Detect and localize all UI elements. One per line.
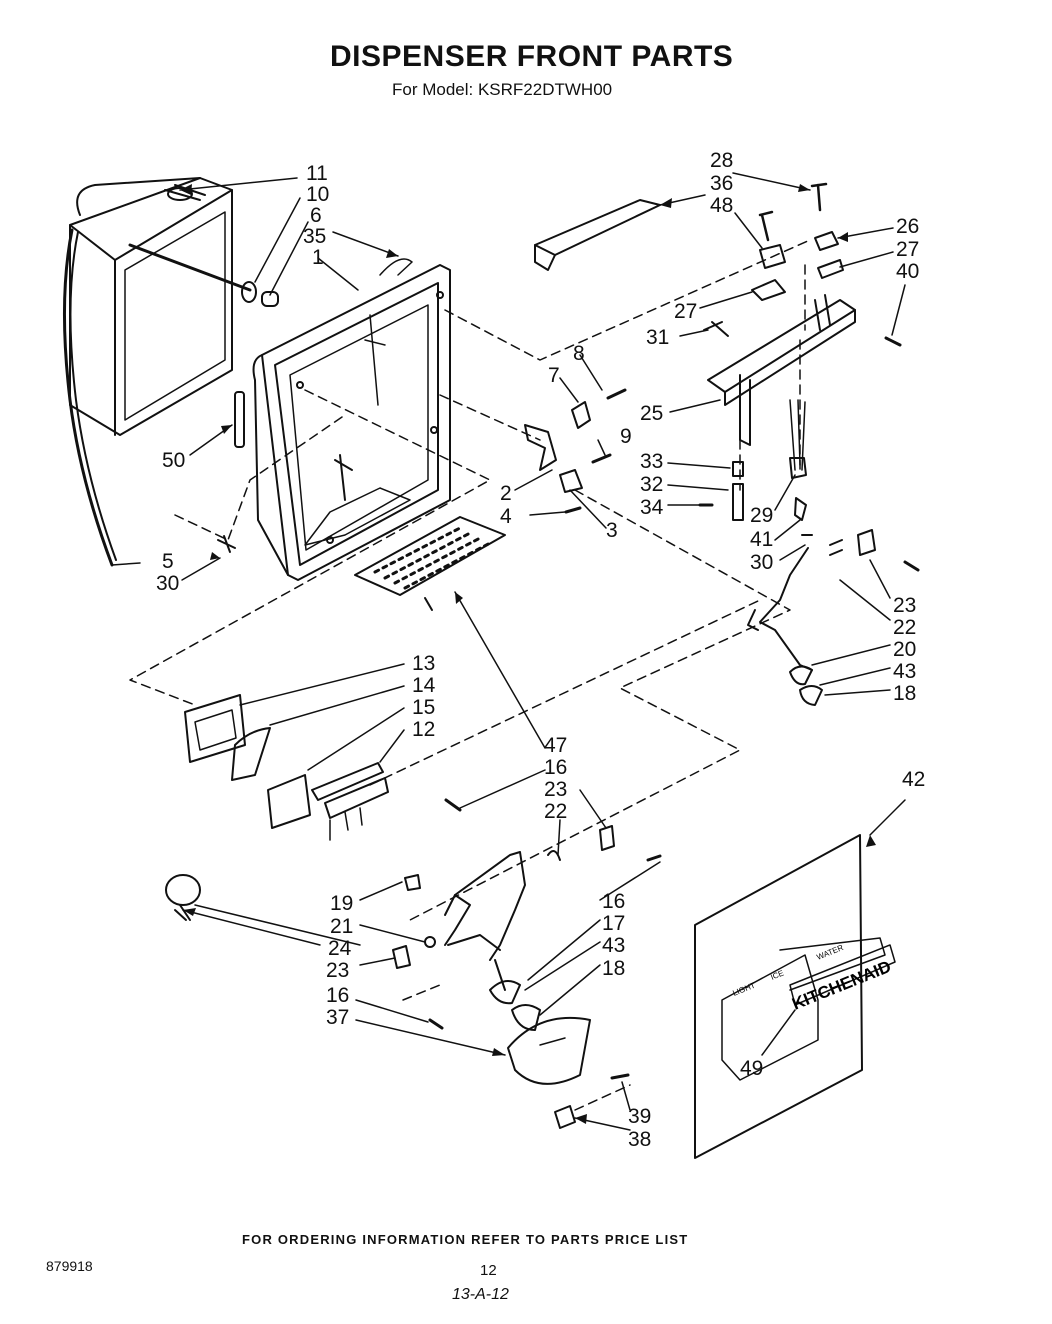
callout-20: 20 [893,638,916,661]
callout-30-right: 30 [750,551,773,574]
callout-18-lower: 18 [602,957,625,980]
callout-6: 6 [310,204,322,227]
callout-42: 42 [902,768,925,791]
callout-23-lower: 23 [326,959,349,982]
callout-25: 25 [640,402,663,425]
callout-18-right: 18 [893,682,916,705]
page-number: 12 [480,1262,497,1279]
callout-15: 15 [412,696,435,719]
callout-40: 40 [896,260,919,283]
callout-34: 34 [640,496,664,519]
callout-17: 17 [602,912,625,935]
panel-brand-text: KITCHENAID [789,957,893,1014]
callout-41: 41 [750,528,773,551]
callout-27-top: 27 [896,238,919,261]
callout-13: 13 [412,652,435,675]
callout-26: 26 [896,215,919,238]
part-50 [234,391,245,448]
water-lever-assembly [747,529,920,706]
callout-16-lower: 16 [326,984,349,1007]
ice-lever-assembly [444,851,591,1085]
dispenser-bracket-assembly [698,182,902,536]
callout-36: 36 [710,172,733,195]
ice-container-part [62,177,252,567]
actuator-parts [524,388,627,514]
callout-16-mid: 16 [544,756,567,779]
dispenser-housing-part [252,258,451,581]
callout-2: 2 [500,482,512,505]
callout-4: 4 [500,505,512,528]
callout-43-lower: 43 [602,934,625,957]
callout-5: 5 [162,550,174,573]
callout-50: 50 [162,449,185,472]
callout-8: 8 [573,342,585,365]
callout-7: 7 [548,364,560,387]
callout-32: 32 [640,473,663,496]
part-38 [554,1105,576,1129]
callout-47: 47 [544,734,567,757]
panel-ice-text: ICE [769,969,785,982]
part-21 [424,936,436,948]
callout-30-left: 30 [156,572,179,595]
callout-16-right: 16 [602,890,625,913]
part-39 [610,1073,630,1080]
callout-48: 48 [710,194,733,217]
callout-49: 49 [740,1057,763,1080]
callout-1: 1 [312,246,324,269]
part-22-lower [547,850,561,861]
callout-3: 3 [606,519,618,542]
callout-37: 37 [326,1006,349,1029]
page-title: DISPENSER FRONT PARTS [330,40,734,73]
callout-23-right: 23 [893,594,916,617]
callout-19: 19 [330,892,353,915]
callout-38: 38 [628,1128,651,1151]
callout-27-mid: 27 [674,300,697,323]
callout-35: 35 [303,225,326,248]
callout-28: 28 [710,149,733,172]
callout-21: 21 [330,915,353,938]
callout-9: 9 [620,425,632,448]
callout-33: 33 [640,450,663,473]
callout-39: 39 [628,1105,651,1128]
part-16-mid [646,854,662,862]
callout-23-mid: 23 [544,778,567,801]
callout-10: 10 [306,183,329,206]
part-23-mid [599,825,615,851]
part-19 [404,874,421,891]
callout-31: 31 [646,326,669,349]
front-panel-part [694,834,896,1159]
part-30-screw [217,535,236,553]
document-number: 879918 [46,1258,93,1274]
part-10 [241,281,257,303]
ordering-info-footer: FOR ORDERING INFORMATION REFER TO PARTS … [242,1232,689,1247]
handwritten-note: 13-A-12 [452,1286,509,1303]
part-36-bracket [534,199,661,256]
callout-22-right: 22 [893,616,916,639]
callout-11: 11 [306,162,328,185]
callout-14: 14 [412,674,436,697]
model-subtitle: For Model: KSRF22DTWH00 [392,80,613,99]
callout-43-right: 43 [893,660,916,683]
callout-29: 29 [750,504,773,527]
callout-22-mid: 22 [544,800,567,823]
part-23-lower [392,945,411,969]
drip-grille-part [354,516,506,611]
part-24 [165,874,201,921]
part-16-lower [428,1018,444,1030]
panel-light-text: LIGHT [731,981,756,998]
light-switch-assembly [184,694,462,841]
callout-12: 12 [412,718,435,741]
part-6 [261,291,279,307]
callout-24: 24 [328,937,352,960]
